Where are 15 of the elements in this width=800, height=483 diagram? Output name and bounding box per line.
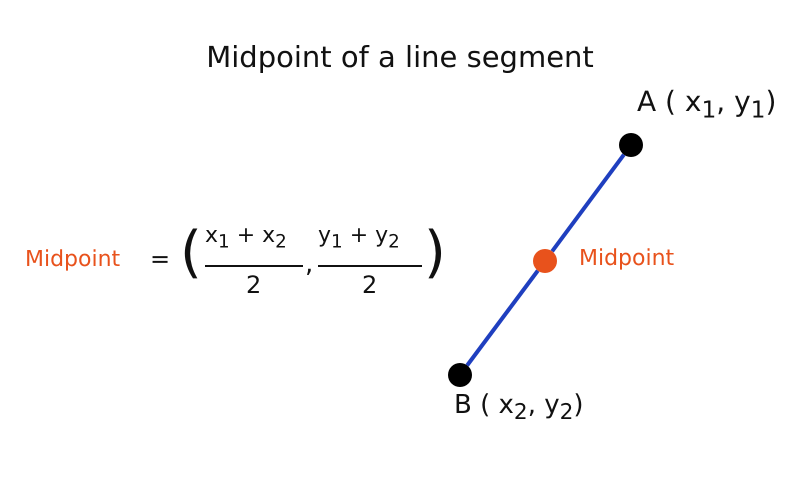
point-label: A ( x$_{1}$, y$_{1}$) (637, 87, 776, 124)
point-label: B ( x$_{2}$, y$_{2}$) (454, 391, 584, 426)
equals-sign: = (150, 246, 170, 272)
point-label: Midpoint (579, 247, 674, 272)
formula-label: Midpoint (25, 248, 120, 272)
denominator: 2 (362, 272, 378, 298)
parenthesis: ) (424, 222, 446, 284)
denominator: 2 (246, 272, 262, 298)
numerator: y$_{1}$ + y$_{2}$ (318, 224, 400, 253)
title: Midpoint of a line segment (205, 42, 595, 74)
numerator: x$_{1}$ + x$_{2}$ (205, 224, 287, 253)
parenthesis: ( (180, 222, 202, 284)
line-segment (466, 269, 540, 367)
line-segment (550, 153, 626, 253)
comma: , (305, 250, 314, 279)
